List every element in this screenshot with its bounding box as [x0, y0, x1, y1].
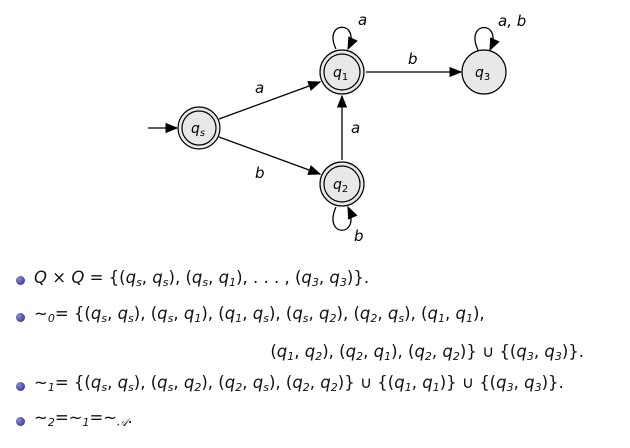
label-q2-loop: b — [354, 227, 364, 245]
label-qs-q2: b — [255, 164, 265, 182]
bullet-icon — [16, 313, 25, 322]
automaton-diagram: qs q1 q2 q3 a b a b a b a, b — [148, 11, 526, 245]
state-q2: q2 — [319, 161, 365, 207]
label-q2-q1: a — [351, 119, 360, 137]
bullet-sim1: ∼1= {(qs, qs), (qs, q2), (q2, qs), (q2, … — [34, 373, 564, 394]
label-q3-loop: a, b — [498, 12, 526, 30]
label-qs-q1: a — [255, 79, 264, 97]
bullet-sim2: ∼2=∼1=∼𝒜. — [34, 408, 133, 429]
bullet-sim0-line1: ∼0= {(qs, qs), (qs, q1), (q1, qs), (qs, … — [34, 304, 485, 325]
bullet-q-times-q: Q × Q = {(qs, qs), (qs, q1), . . . , (q3… — [34, 268, 370, 289]
bullet-sim0-line2: (q1, q2), (q2, q1), (q2, q2)} ∪ {(q3, q3… — [270, 342, 584, 363]
bullet-icon — [16, 382, 25, 391]
bullet-icon — [16, 276, 25, 285]
label-q1-q3: b — [408, 50, 418, 68]
edge-qs-q1 — [218, 81, 322, 120]
loop-q1 — [332, 26, 358, 51]
bullet-icon — [16, 417, 25, 426]
loop-q3 — [474, 27, 500, 52]
loop-q2 — [332, 205, 358, 231]
state-q3: q3 — [461, 49, 507, 95]
edge-qs-q2 — [218, 136, 322, 175]
state-qs: qs — [177, 106, 221, 150]
label-q1-loop: a — [358, 11, 367, 29]
state-q1: q1 — [319, 49, 365, 95]
